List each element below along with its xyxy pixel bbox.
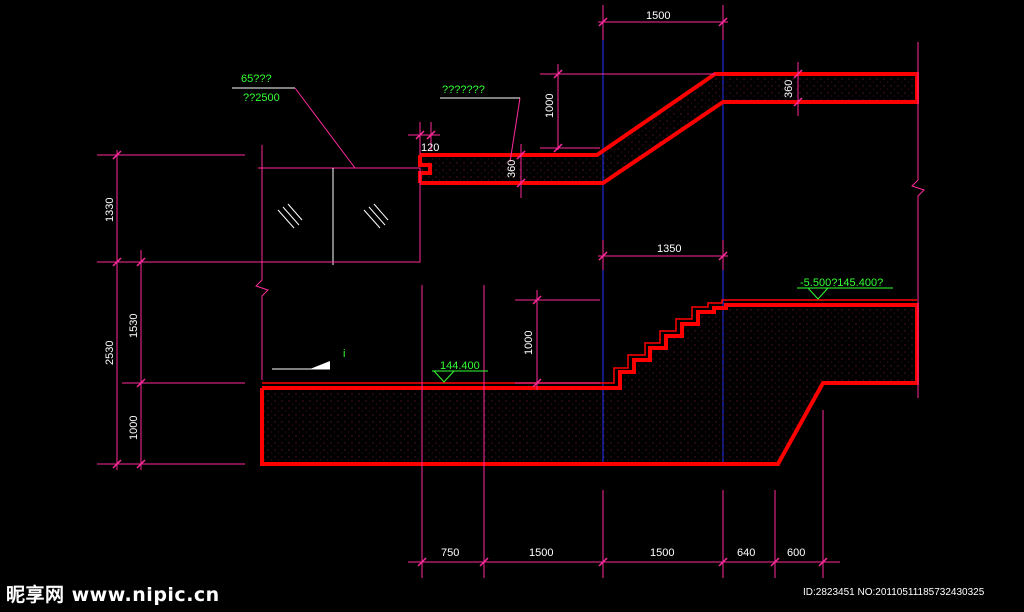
dimension-lines: [97, 5, 925, 578]
tick-marks: [112, 17, 828, 567]
dim-mid-1000: 1000: [523, 331, 535, 355]
dim-left-1530: 1530: [128, 314, 140, 338]
label-a-top: 65???: [241, 73, 272, 85]
dim-left-1000: 1000: [128, 416, 140, 440]
dim-top-1000: 1000: [544, 94, 556, 118]
lower-slab-outline: [260, 303, 919, 466]
elevation-left-label: 144.400: [440, 360, 480, 372]
dim-mid-1350: 1350: [657, 243, 681, 255]
elevation-marker-right: [797, 287, 893, 300]
dim-bottom-1500-a: 1500: [529, 547, 553, 559]
surface-lines: [262, 299, 917, 384]
watermark-id: ID:2823451 NO:20110511185732430325: [803, 587, 985, 598]
dim-bottom-600: 600: [787, 547, 805, 559]
watermark-site: 昵享网 www.nipic.cn: [6, 584, 220, 606]
label-a-bottom: ??2500: [243, 92, 280, 104]
elevation-right-label: -5.500?145.400?: [800, 277, 883, 289]
dim-top-1500: 1500: [646, 10, 670, 22]
glass-hatch: [277, 203, 389, 229]
dim-top-120: 120: [421, 142, 439, 154]
slope-arrow: [310, 361, 330, 369]
slope-mark: i: [343, 348, 345, 360]
dim-bottom-1500-b: 1500: [650, 547, 674, 559]
elevation-marker-left: [432, 370, 488, 383]
dim-left-2530: 2530: [104, 341, 116, 365]
dim-top-360-left: 360: [506, 160, 518, 178]
dim-bottom-640: 640: [737, 547, 755, 559]
label-b: ???????: [442, 84, 485, 96]
dim-bottom-750: 750: [441, 547, 459, 559]
dim-left-1330: 1330: [104, 198, 116, 222]
dim-top-360-right: 360: [783, 80, 795, 98]
lower-slab-fill: [262, 305, 917, 464]
upper-slab-fill: [420, 74, 917, 183]
